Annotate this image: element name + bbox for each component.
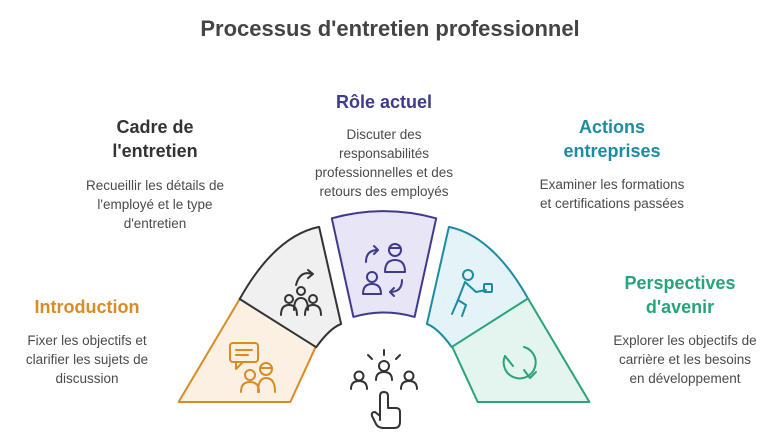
- stage-desc-role: Discuter des responsabilités professionn…: [314, 127, 454, 199]
- person-presenting-icon: [451, 269, 493, 317]
- exchange-people-icon: [362, 243, 406, 297]
- team-group-icon: [280, 269, 322, 316]
- discussion-people-icon: [229, 342, 276, 393]
- refresh-arrow-icon: [502, 346, 537, 380]
- hand-pointer-group-icon: [350, 349, 418, 429]
- stage-title-cadre: Cadre de l'entretien: [112, 117, 198, 161]
- stage-desc-actions: Examiner les formations et certification…: [539, 177, 685, 211]
- stage-desc-perspectives: Explorer les objectifs de carrière et le…: [613, 333, 757, 386]
- stage-title-actions: Actions entreprises: [563, 117, 661, 161]
- stage-title-perspectives: Perspectives d'avenir: [624, 273, 736, 317]
- stage-desc-cadre: Recueillir les détails de l'employé et l…: [85, 178, 225, 231]
- stage-title-role: Rôle actuel: [335, 92, 433, 112]
- segment-role: [330, 210, 438, 318]
- stage-title-introduction: Introduction: [34, 297, 140, 317]
- diagram-title: Processus d'entretien professionnel: [200, 16, 580, 41]
- stage-desc-introduction: Fixer les objectifs et clarifier les suj…: [25, 333, 149, 386]
- segment-perspectives: [451, 297, 591, 403]
- segment-cadre: [238, 225, 343, 349]
